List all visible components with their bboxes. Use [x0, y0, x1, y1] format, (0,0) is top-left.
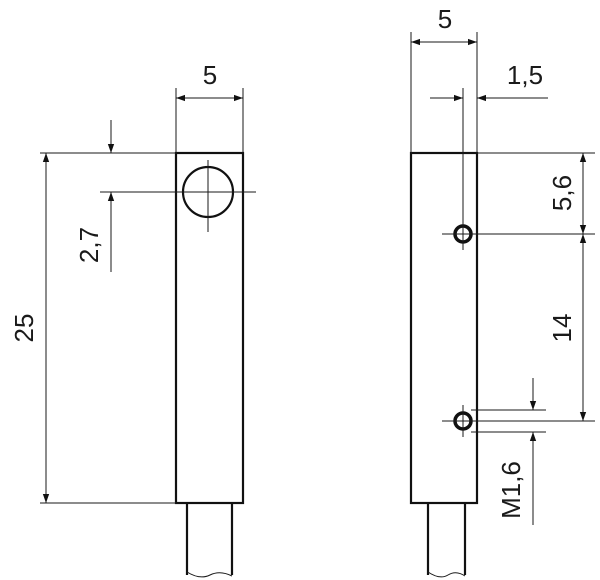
side-housing: [409, 151, 479, 505]
side-cable: [426, 503, 467, 578]
side-hole-offset-dimension: 5,6: [547, 153, 587, 234]
front-housing: [174, 151, 245, 505]
side-hole-spacing-dimension: 14: [547, 234, 587, 421]
front-length-label: 25: [9, 314, 39, 343]
side-width-label: 5: [438, 4, 452, 34]
side-threaded-hole-lower: [442, 405, 595, 437]
side-hole-depth-label: 1,5: [507, 60, 543, 90]
front-width-label: 5: [203, 60, 217, 90]
side-width-dimension: 5: [410, 4, 478, 153]
side-hole-depth-dimension: 1,5: [430, 60, 548, 234]
side-hole-spacing-label: 14: [547, 314, 577, 343]
side-hole-offset-label: 5,6: [547, 175, 577, 211]
side-thread-label: M1,6: [496, 461, 526, 519]
side-thread-dimension: M1,6: [471, 378, 546, 525]
front-cable: [185, 503, 234, 578]
front-length-dimension: 25: [9, 153, 176, 504]
front-hole-offset-dimension: 2,7: [40, 120, 176, 272]
side-view: 5 1,5 5,6 14 M1,6: [409, 4, 595, 578]
front-hole-offset-label: 2,7: [74, 227, 104, 263]
front-width-dimension: 5: [175, 60, 244, 153]
front-view: 5 2,7 25: [9, 60, 256, 578]
